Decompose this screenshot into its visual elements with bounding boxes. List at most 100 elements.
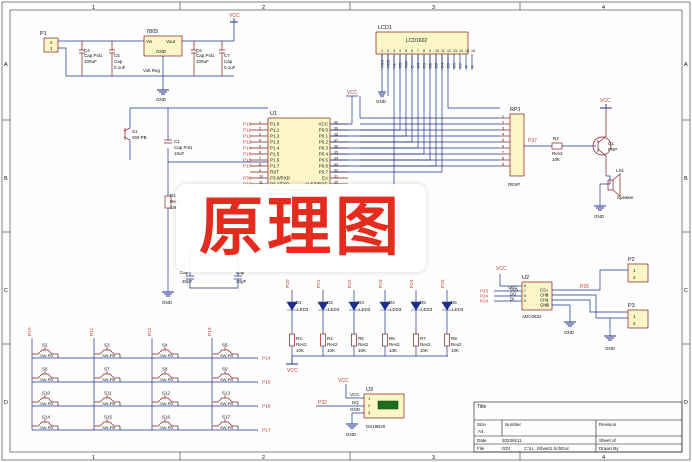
led-net-p22: P22 bbox=[347, 279, 353, 288]
adc-right-num: 1 bbox=[546, 289, 548, 293]
mcu-net-p13: P13 bbox=[243, 140, 252, 145]
ds-pin3: 3 bbox=[368, 410, 371, 415]
mcu-net-p12: P12 bbox=[243, 134, 252, 139]
c5-type: Cap bbox=[114, 59, 123, 64]
key-switch-icon bbox=[152, 347, 178, 355]
key-ref-s8: S8 bbox=[162, 367, 168, 372]
key-col-p11: P11 bbox=[89, 327, 95, 336]
lcd-pin-num: 1 bbox=[381, 49, 383, 53]
adc-right-num: 2 bbox=[546, 294, 548, 298]
key-row-p16: P16 bbox=[262, 404, 271, 410]
mcu-pin-num: 36 bbox=[334, 145, 338, 149]
mcu-pin-num: 8 bbox=[259, 163, 261, 167]
gnd-symbol-ds bbox=[346, 423, 358, 429]
p1-pin1: 2 bbox=[50, 40, 53, 45]
led-resistor bbox=[413, 333, 419, 347]
key-switch-icon bbox=[94, 371, 120, 379]
overlay-title: 原理图 bbox=[199, 191, 403, 265]
led-res-value: 10K bbox=[327, 348, 335, 353]
led-type: LED3 bbox=[452, 307, 464, 312]
key-type: SW-PB bbox=[160, 353, 173, 358]
key-switch-icon bbox=[152, 419, 178, 427]
key-switch-icon bbox=[212, 395, 238, 403]
q1-type: PNP bbox=[608, 147, 617, 152]
lcd-pin-num: 4 bbox=[399, 49, 401, 53]
date-value: 2023/6/11 bbox=[502, 438, 522, 443]
led-type: LED3 bbox=[421, 307, 433, 312]
led-type: LED3 bbox=[359, 307, 371, 312]
vcc-label-leds: VCC bbox=[287, 368, 298, 374]
led-res-type: Res2 bbox=[420, 342, 431, 347]
led-ref-d1: D1 bbox=[296, 300, 302, 305]
mcu-pin-36: P0.3 bbox=[319, 146, 329, 151]
key-type: SW-PB bbox=[40, 425, 53, 430]
gnd-label-ds: GND bbox=[346, 432, 357, 437]
mcu-pin-37: P0.2 bbox=[319, 140, 329, 145]
col-2-bottom: 2 bbox=[262, 455, 265, 461]
r1-type: Res2 bbox=[170, 199, 181, 204]
key-col-p12: P12 bbox=[147, 327, 153, 336]
key-row-p17: P17 bbox=[262, 428, 271, 434]
led-ref-d5: D5 bbox=[420, 300, 426, 305]
file-value: C:\U...\Sheet1.SchDoc bbox=[524, 446, 570, 451]
mcu-net-p17: P17 bbox=[243, 164, 252, 169]
key-col-p10: P10 bbox=[27, 327, 33, 336]
led-res-value: 10K bbox=[389, 348, 397, 353]
led-type: LED3 bbox=[328, 307, 340, 312]
key-switch-icon bbox=[212, 347, 238, 355]
key-ref-s10: S10 bbox=[42, 391, 51, 396]
key-type: SW-PB bbox=[40, 353, 53, 358]
key-type: SW-PB bbox=[220, 377, 233, 382]
rp-pin-num: 6 bbox=[502, 145, 504, 149]
mcu-net-p16: P16 bbox=[243, 158, 252, 163]
adc-name: ADC0832 bbox=[522, 314, 542, 319]
lcd-pin-num: 15 bbox=[465, 49, 469, 53]
adc-body bbox=[521, 281, 553, 311]
lcd-name: LCD1602 bbox=[406, 38, 427, 44]
mcu-pin-32: P0.7 bbox=[319, 170, 329, 175]
key-ref-s11: S11 bbox=[104, 391, 112, 396]
c6-ref: C6 bbox=[196, 48, 202, 53]
gnd-label-buzzer: GND bbox=[594, 214, 605, 219]
adc-ref: U2 bbox=[522, 275, 529, 281]
sheet-label: Sheet of bbox=[599, 438, 617, 443]
vreg-vout: Vout bbox=[166, 39, 176, 44]
ds-vcc: VCC bbox=[338, 378, 349, 384]
led-res-type: Res2 bbox=[327, 342, 338, 347]
led-res-type: Res2 bbox=[296, 342, 307, 347]
key-ref-s3: S3 bbox=[104, 343, 110, 348]
key-type: SW-PB bbox=[40, 401, 53, 406]
size-value: A4 bbox=[478, 429, 484, 434]
c6-value: 100uF bbox=[196, 59, 209, 64]
adc-vcc: VCC bbox=[496, 266, 507, 272]
ls1-type: Speaker bbox=[617, 195, 634, 200]
col-1-bottom: 1 bbox=[92, 455, 95, 461]
mcu-u1: U1 P1.01P10P1.12P11P1.23P12P1.34P13P1.45… bbox=[243, 54, 500, 191]
adc-left-num: 7 bbox=[524, 289, 526, 293]
adc-net-p23: P23 bbox=[480, 289, 489, 294]
c7-type: Cap bbox=[224, 59, 233, 64]
mcu-pin-num: 9 bbox=[259, 169, 261, 173]
key-type: SW-PB bbox=[160, 377, 173, 382]
key-ref-s4: S4 bbox=[162, 343, 168, 348]
speaker-cone bbox=[612, 173, 621, 197]
gnd-symbol-p3 bbox=[604, 335, 616, 341]
led-resistor bbox=[289, 333, 295, 347]
c1-ref: C1 bbox=[174, 139, 180, 144]
mcu-pin-38: P0.1 bbox=[319, 134, 329, 139]
led-res-type: Res2 bbox=[451, 342, 462, 347]
date-label: Date bbox=[477, 438, 487, 443]
key-type: SW-PB bbox=[160, 425, 173, 430]
s1-type: SW-PB bbox=[132, 135, 147, 140]
mcu-pin-40: VCC bbox=[318, 122, 328, 127]
ds-net: P32 bbox=[318, 400, 327, 406]
lcd-pin-num: 7 bbox=[417, 49, 419, 53]
mcu-pin-33: P0.6 bbox=[319, 164, 329, 169]
q1-ref: Q1 bbox=[608, 141, 615, 146]
vcc-label-top: VCC bbox=[229, 13, 240, 19]
p1-connector bbox=[43, 37, 59, 53]
led-ref-d2: D2 bbox=[327, 300, 333, 305]
